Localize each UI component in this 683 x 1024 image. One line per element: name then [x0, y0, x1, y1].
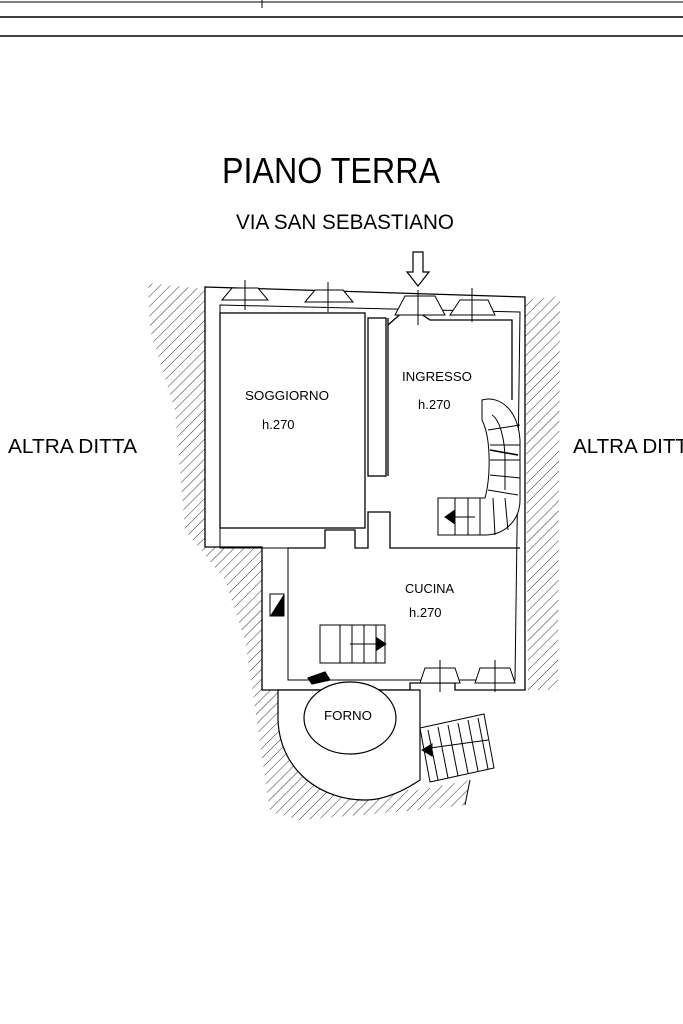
room-height-cucina: h.270	[409, 605, 442, 620]
neighbor-left-label: ALTRA DITTA	[8, 436, 138, 458]
street-label: VIA SAN SEBASTIANO	[236, 211, 454, 234]
external-staircase	[419, 713, 495, 806]
oven-structure	[277, 671, 421, 801]
room-name-cucina: CUCINA	[405, 581, 454, 596]
room-name-soggiorno: SOGGIORNO	[245, 388, 329, 403]
room-name-ingresso: INGRESSO	[402, 369, 472, 384]
windows-rear	[419, 660, 516, 692]
spiral-staircase	[437, 398, 521, 536]
room-height-soggiorno: h.270	[262, 417, 295, 432]
room-height-ingresso: h.270	[418, 397, 451, 412]
terrain-hatching	[148, 283, 560, 820]
building-walls	[204, 286, 526, 691]
kitchen-steps	[319, 624, 387, 664]
page-title: PIANO TERRA	[222, 150, 440, 191]
room-name-forno: FORNO	[324, 708, 372, 723]
shaft-symbol	[269, 593, 285, 617]
sheet-frame	[0, 0, 683, 37]
entrance-arrow-icon	[405, 251, 431, 287]
neighbor-right-label: ALTRA DITT	[573, 436, 683, 458]
windows-front	[220, 280, 496, 325]
